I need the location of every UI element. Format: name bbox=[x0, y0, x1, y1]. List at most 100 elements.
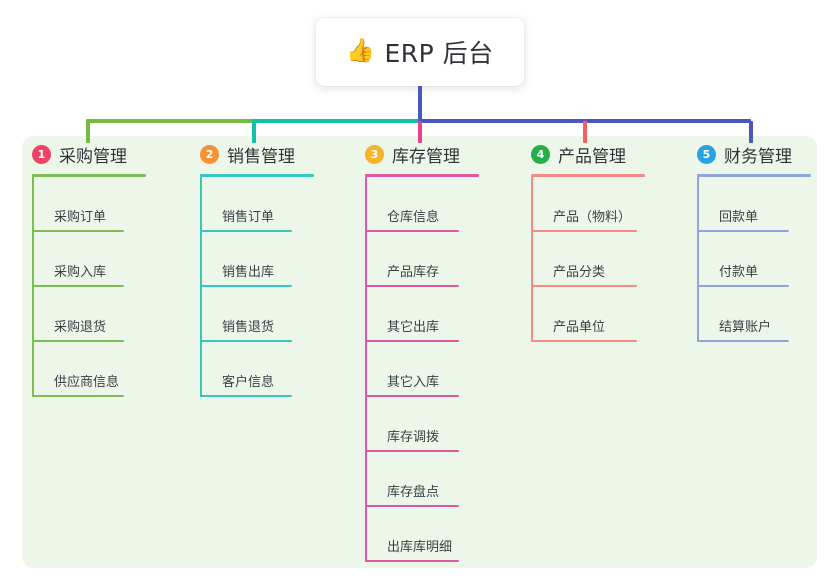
leaf-item-label: 客户信息 bbox=[222, 375, 275, 390]
branch-spine bbox=[32, 177, 34, 397]
leaf-item[interactable]: 销售退货 bbox=[200, 287, 322, 342]
leaf-item-underline bbox=[32, 285, 124, 287]
branch-index-badge: 1 bbox=[32, 145, 51, 164]
branch-spine bbox=[697, 177, 699, 342]
leaf-item-underline bbox=[697, 230, 789, 232]
leaf-item-label: 其它入库 bbox=[387, 375, 440, 390]
root-node-title: 👍 ERP 后台 bbox=[346, 34, 493, 70]
branch-header-finance[interactable]: 5 财务管理 bbox=[697, 142, 792, 167]
leaf-item-label: 产品单位 bbox=[553, 320, 606, 335]
leaf-item-label: 采购入库 bbox=[54, 265, 107, 280]
leaf-item[interactable]: 产品库存 bbox=[365, 232, 489, 287]
leaf-item[interactable]: 付款单 bbox=[697, 232, 819, 287]
branch-header-underline bbox=[32, 174, 146, 177]
leaf-item-underline bbox=[200, 230, 292, 232]
leaf-item-underline bbox=[697, 285, 789, 287]
branch-index-badge: 3 bbox=[365, 145, 384, 164]
leaf-item-underline bbox=[365, 450, 459, 452]
branch-spine bbox=[365, 177, 367, 562]
leaf-item-underline bbox=[200, 395, 292, 397]
leaf-item-underline bbox=[200, 340, 292, 342]
trunk-connector bbox=[418, 86, 422, 122]
leaf-item[interactable]: 库存盘点 bbox=[365, 452, 489, 507]
leaf-item[interactable]: 结算账户 bbox=[697, 287, 819, 342]
branch-title: 采购管理 bbox=[59, 147, 127, 167]
leaf-item-underline bbox=[365, 285, 459, 287]
leaf-item[interactable]: 销售订单 bbox=[200, 177, 322, 232]
leaf-item-label: 供应商信息 bbox=[54, 375, 120, 390]
leaf-item[interactable]: 供应商信息 bbox=[32, 342, 154, 397]
stub-sales bbox=[252, 121, 256, 143]
branch-spine bbox=[200, 177, 202, 397]
leaf-item[interactable]: 客户信息 bbox=[200, 342, 322, 397]
leaf-item[interactable]: 产品单位 bbox=[531, 287, 667, 342]
branch-title: 产品管理 bbox=[558, 147, 626, 167]
branch-header-underline bbox=[697, 174, 811, 177]
leaf-item-underline bbox=[531, 285, 637, 287]
leaf-item[interactable]: 库存调拨 bbox=[365, 397, 489, 452]
leaf-item-label: 产品分类 bbox=[553, 265, 606, 280]
root-node-label: ERP 后台 bbox=[384, 39, 494, 68]
leaf-item-underline bbox=[365, 230, 459, 232]
branch-title: 财务管理 bbox=[724, 147, 792, 167]
branch-title: 销售管理 bbox=[227, 147, 295, 167]
leaf-item-label: 付款单 bbox=[719, 265, 759, 280]
leaf-item-label: 采购退货 bbox=[54, 320, 107, 335]
leaf-item[interactable]: 采购入库 bbox=[32, 232, 154, 287]
leaf-item-label: 产品（物料） bbox=[553, 210, 632, 225]
leaf-item-label: 结算账户 bbox=[719, 320, 772, 335]
stub-procurement bbox=[86, 121, 90, 143]
leaf-item-underline bbox=[365, 505, 459, 507]
leaf-item[interactable]: 其它出库 bbox=[365, 287, 489, 342]
segment-green bbox=[86, 119, 254, 123]
leaf-item-underline bbox=[32, 340, 124, 342]
branch-header-procurement[interactable]: 1 采购管理 bbox=[32, 142, 127, 167]
leaf-item-underline bbox=[365, 340, 459, 342]
leaf-item[interactable]: 采购退货 bbox=[32, 287, 154, 342]
leaf-item[interactable]: 采购订单 bbox=[32, 177, 154, 232]
branch-header-inventory[interactable]: 3 库存管理 bbox=[365, 142, 460, 167]
segment-teal bbox=[252, 119, 420, 123]
leaf-item-underline bbox=[200, 285, 292, 287]
branch-index-badge: 5 bbox=[697, 145, 716, 164]
leaf-item-label: 回款单 bbox=[719, 210, 759, 225]
leaf-item-label: 产品库存 bbox=[387, 265, 440, 280]
branch-header-underline bbox=[531, 174, 645, 177]
branch-header-underline bbox=[365, 174, 479, 177]
leaf-item-label: 仓库信息 bbox=[387, 210, 440, 225]
branch-title: 库存管理 bbox=[392, 147, 460, 167]
leaf-item-label: 库存调拨 bbox=[387, 430, 440, 445]
leaf-item-underline bbox=[32, 395, 124, 397]
branch-spine bbox=[531, 177, 533, 342]
leaf-item[interactable]: 回款单 bbox=[697, 177, 819, 232]
root-node-card[interactable]: 👍 ERP 后台 bbox=[316, 18, 524, 86]
leaf-item[interactable]: 出库库明细 bbox=[365, 507, 489, 562]
thumbs-up-icon: 👍 bbox=[346, 37, 376, 64]
branch-header-underline bbox=[200, 174, 314, 177]
leaf-item-underline bbox=[365, 560, 459, 562]
leaf-item[interactable]: 产品分类 bbox=[531, 232, 667, 287]
branch-header-sales[interactable]: 2 销售管理 bbox=[200, 142, 295, 167]
stub-finance bbox=[749, 121, 753, 143]
branches-panel bbox=[22, 136, 817, 568]
stub-product bbox=[583, 121, 587, 143]
leaf-item-underline bbox=[32, 230, 124, 232]
leaf-item-label: 销售订单 bbox=[222, 210, 275, 225]
branch-index-badge: 2 bbox=[200, 145, 219, 164]
leaf-item-label: 其它出库 bbox=[387, 320, 440, 335]
leaf-item[interactable]: 销售出库 bbox=[200, 232, 322, 287]
leaf-item[interactable]: 仓库信息 bbox=[365, 177, 489, 232]
leaf-item-underline bbox=[531, 340, 637, 342]
leaf-item-label: 库存盘点 bbox=[387, 485, 440, 500]
leaf-item-label: 销售出库 bbox=[222, 265, 275, 280]
leaf-item[interactable]: 产品（物料） bbox=[531, 177, 667, 232]
branch-index-badge: 4 bbox=[531, 145, 550, 164]
leaf-item-underline bbox=[531, 230, 637, 232]
leaf-item-underline bbox=[697, 340, 789, 342]
leaf-item-label: 出库库明细 bbox=[387, 540, 453, 555]
branch-header-product[interactable]: 4 产品管理 bbox=[531, 142, 626, 167]
leaf-item-label: 销售退货 bbox=[222, 320, 275, 335]
leaf-item[interactable]: 其它入库 bbox=[365, 342, 489, 397]
leaf-item-underline bbox=[365, 395, 459, 397]
